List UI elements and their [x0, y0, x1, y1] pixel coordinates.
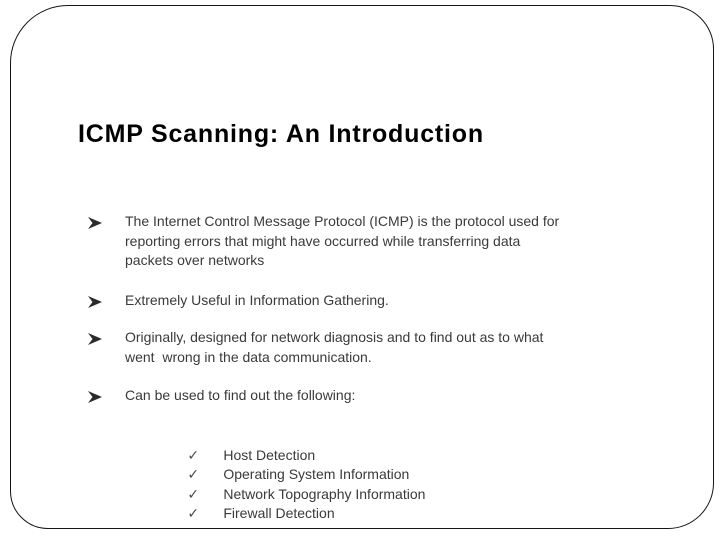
bullet-3-line-2: went wrong in the data communication. [125, 348, 372, 365]
bullet-2-line-1: Extremely Useful in Information Gatherin… [125, 292, 389, 308]
bullet-1-line-1: The Internet Control Message Protocol (I… [125, 213, 560, 229]
sub-bullet-4-label: Firewall Detection [223, 504, 335, 521]
checkmark-icon: ✓ [187, 447, 200, 464]
arrowhead-bullet-icon [88, 390, 102, 403]
checkmark-icon: ✓ [187, 466, 200, 483]
sub-bullet-item-2: ✓ Operating System Information [164, 445, 409, 505]
bullet-1-line-3: packets over networks [125, 252, 265, 268]
bullet-3-line-1: Originally, designed for network diagnos… [125, 329, 544, 345]
sub-bullet-2-label: Operating System Information [223, 465, 410, 482]
checkmark-icon: ✓ [187, 505, 200, 522]
sub-bullet-1-label: Host Detection [223, 446, 316, 463]
arrowhead-bullet-icon [88, 216, 102, 229]
arrowhead-bullet-icon [88, 332, 102, 345]
checkmark-icon: ✓ [187, 486, 200, 503]
sub-bullet-item-4: ✓ Firewall Detection [164, 484, 335, 540]
bullet-4-line-1: Can be used to find out the following: [125, 387, 356, 403]
sub-bullet-item-1: ✓ Host Detection [164, 426, 315, 486]
arrowhead-bullet-icon [88, 295, 102, 308]
slide-title: ICMP Scanning: An Introduction [78, 120, 484, 148]
sub-bullet-item-3: ✓ Network Topography Information [164, 465, 425, 525]
bullet-1-line-2: reporting errors that might have occurre… [125, 232, 521, 249]
slide-canvas: ICMP Scanning: An Introduction The Inter… [10, 5, 714, 529]
sub-bullet-3-label: Network Topography Information [223, 485, 426, 502]
